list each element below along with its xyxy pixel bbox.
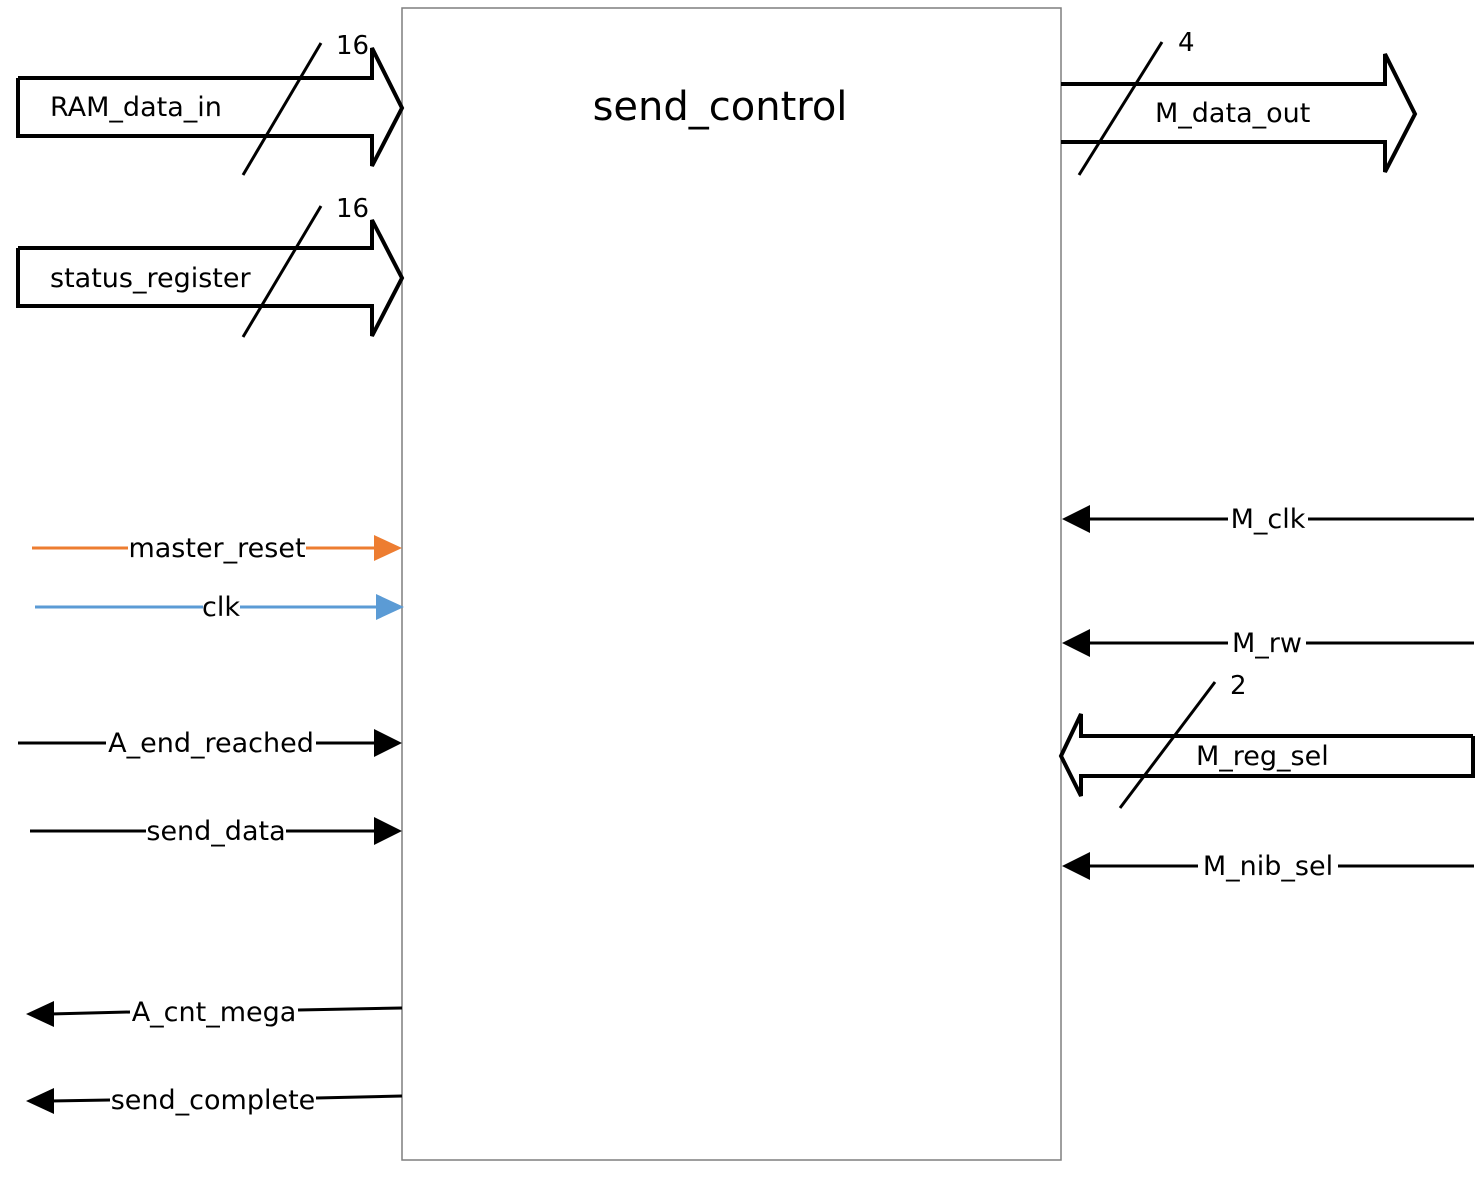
bus-input-ram-data-in: RAM_data_in 16 — [16, 31, 405, 176]
signal-line — [297, 1006, 403, 1012]
bus-width-label: 4 — [1178, 28, 1195, 58]
signal-master-reset: master_reset — [32, 533, 402, 564]
bus-arrow-shape — [16, 219, 405, 337]
signal-label: M_nib_sel — [1203, 851, 1333, 882]
arrowhead-icon — [376, 594, 404, 620]
arrowhead-icon — [1062, 852, 1090, 880]
bus-arrow-shape — [1061, 53, 1418, 173]
signal-label: send_data — [146, 816, 285, 847]
bus-arrow-shape — [1058, 713, 1475, 797]
signal-label: master_reset — [128, 533, 305, 564]
signal-send-complete: send_complete — [26, 1085, 403, 1116]
block-title: send_control — [593, 84, 848, 130]
bus-arrow-shape — [16, 47, 405, 167]
signal-line — [49, 1010, 131, 1016]
bus-input-m-reg-sel: M_reg_sel 2 — [1058, 671, 1475, 809]
signal-m-nib-sel: M_nib_sel — [1062, 851, 1474, 882]
signal-line — [49, 1098, 111, 1103]
signal-send-data: send_data — [30, 816, 402, 847]
signal-label: clk — [202, 592, 240, 623]
bus-label: RAM_data_in — [50, 92, 222, 123]
send-control-block — [401, 7, 1062, 1161]
signal-a-cnt-mega: A_cnt_mega — [26, 997, 403, 1028]
bus-label: M_reg_sel — [1196, 741, 1329, 772]
bus-label: status_register — [50, 263, 251, 294]
signal-label: M_rw — [1232, 628, 1302, 659]
signal-label: A_end_reached — [108, 728, 314, 759]
signal-a-end-reached: A_end_reached — [18, 728, 402, 759]
bus-width-slash — [1077, 41, 1164, 176]
arrowhead-icon — [26, 1001, 54, 1027]
bus-output-m-data-out: M_data_out 4 — [1061, 28, 1418, 176]
arrowhead-icon — [1062, 629, 1090, 657]
arrowhead-icon — [1062, 505, 1090, 533]
signal-clk: clk — [35, 592, 404, 623]
bus-width-slash — [241, 205, 323, 338]
signal-label: M_clk — [1231, 504, 1306, 535]
arrowhead-icon — [26, 1088, 54, 1114]
bus-width-label: 2 — [1230, 671, 1247, 701]
bus-width-slash — [241, 42, 323, 176]
arrowhead-icon — [374, 729, 402, 757]
bus-width-label: 16 — [336, 194, 369, 224]
bus-label: M_data_out — [1155, 98, 1310, 129]
arrowhead-icon — [374, 817, 402, 845]
arrowhead-icon — [374, 535, 402, 561]
signal-m-rw: M_rw — [1062, 628, 1474, 659]
signal-m-clk: M_clk — [1062, 504, 1474, 535]
signal-line — [315, 1094, 403, 1100]
signal-label: send_complete — [111, 1085, 316, 1116]
bus-width-slash — [1118, 681, 1217, 809]
bus-width-label: 16 — [336, 31, 369, 61]
signal-label: A_cnt_mega — [132, 997, 297, 1028]
bus-input-status-register: status_register 16 — [16, 194, 405, 338]
